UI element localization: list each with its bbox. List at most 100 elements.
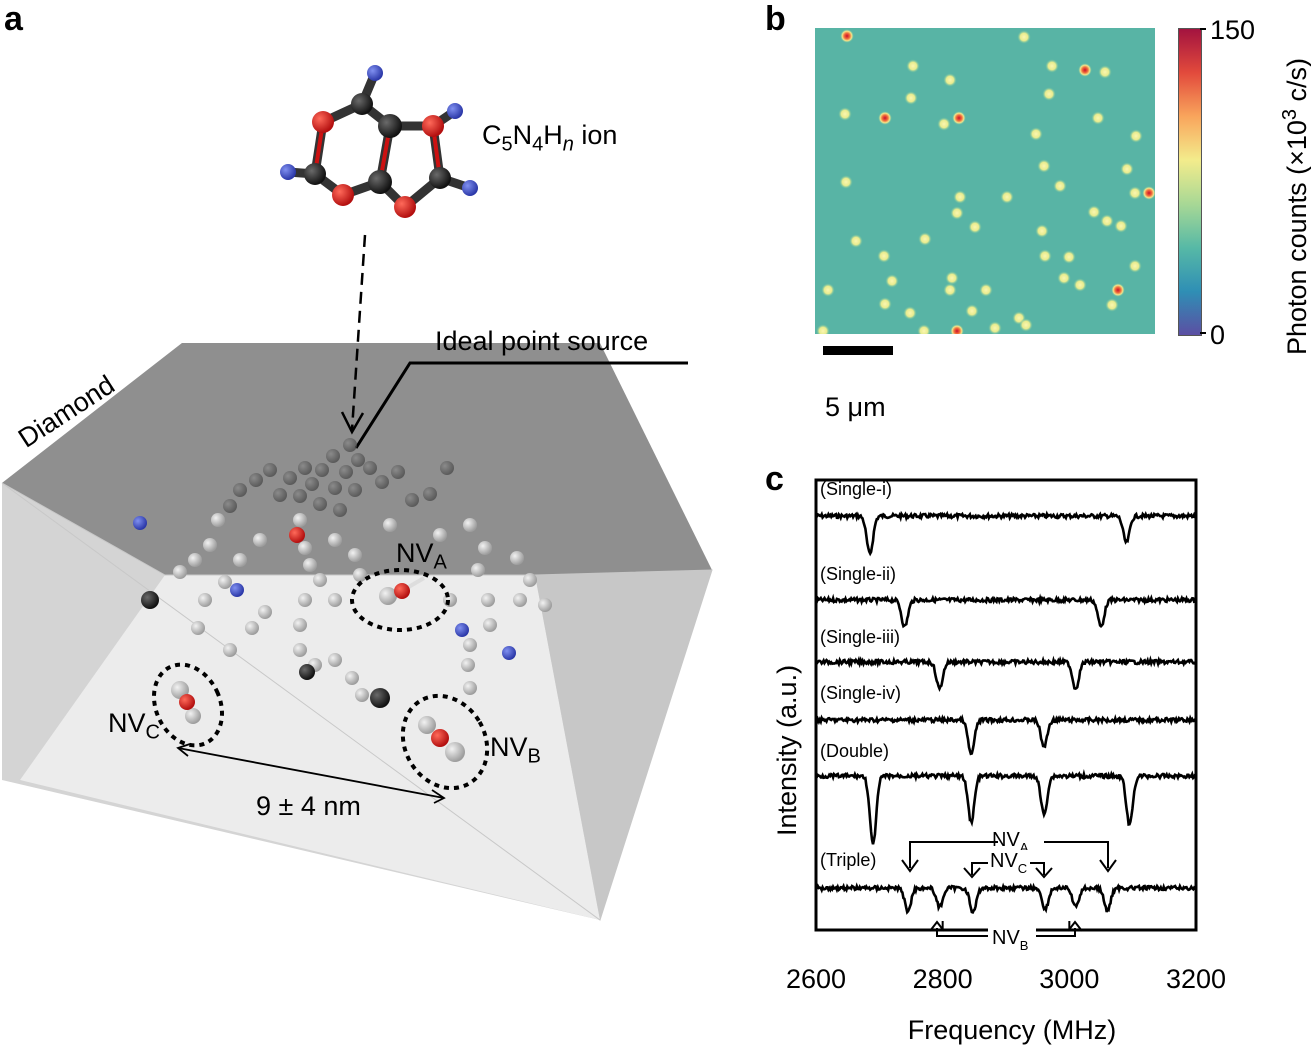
x-tick-label: 2600 bbox=[786, 964, 846, 994]
fluorescent-spot bbox=[878, 297, 892, 311]
nv-a-annotation: NVA bbox=[992, 829, 1029, 855]
spectrum-label: (Single-iii) bbox=[820, 627, 900, 647]
molecule-ion-icon bbox=[280, 65, 478, 218]
fluorescent-spot bbox=[1062, 250, 1076, 264]
fluorescent-spot bbox=[1037, 159, 1051, 173]
panel-label-a: a bbox=[4, 0, 23, 38]
fluorescent-spot bbox=[1087, 205, 1101, 219]
fluorescent-spot bbox=[988, 321, 1002, 334]
bright-spot bbox=[952, 111, 966, 125]
fluorescent-spot bbox=[904, 91, 918, 105]
fluorescent-spot bbox=[1114, 219, 1128, 233]
nv-c-label: NVC bbox=[108, 708, 160, 744]
fluorescent-spot bbox=[1129, 129, 1143, 143]
ion-formula-label: C5N4Hn ion bbox=[482, 120, 618, 156]
nv-b-annotation: NVB bbox=[992, 927, 1028, 953]
spectrum-label: (Double) bbox=[820, 741, 889, 761]
colorbar-max-label: 150 bbox=[1210, 15, 1256, 45]
fluorescent-spot bbox=[1105, 298, 1119, 312]
fluorescent-spot bbox=[1100, 214, 1114, 228]
fluorescent-spot bbox=[1019, 318, 1033, 332]
bright-spot bbox=[1142, 186, 1155, 200]
nv-b-label: NVB bbox=[490, 732, 541, 768]
fluorescent-spot bbox=[838, 107, 852, 121]
x-tick-label: 3000 bbox=[1039, 964, 1099, 994]
fluorescent-spot bbox=[1073, 278, 1087, 292]
fluorescent-spot bbox=[950, 206, 964, 220]
colorbar-title: Photon counts (×103 c/s) bbox=[1279, 57, 1311, 355]
scale-bar bbox=[823, 346, 893, 355]
fluorescent-spot bbox=[885, 274, 899, 288]
panel-a-figure bbox=[1, 65, 713, 921]
spectrum-label: (Single-ii) bbox=[820, 564, 896, 584]
fluorescent-spot bbox=[917, 324, 931, 334]
bright-spot bbox=[840, 29, 854, 43]
spectrum-line bbox=[815, 593, 1197, 629]
x-tick-label: 3200 bbox=[1166, 964, 1226, 994]
fluorescent-spot bbox=[937, 117, 951, 131]
fluorescent-spot bbox=[903, 306, 917, 320]
point-source-label: Ideal point source bbox=[435, 326, 649, 356]
fluorescent-spot bbox=[1053, 179, 1067, 193]
x-tick-label: 2800 bbox=[913, 964, 973, 994]
fluorescent-spot bbox=[968, 220, 982, 234]
fluorescent-spot bbox=[953, 190, 967, 204]
fluorescent-spot bbox=[943, 73, 957, 87]
colorbar bbox=[1178, 28, 1202, 336]
spectrum-line bbox=[814, 655, 1198, 692]
bright-spot bbox=[950, 324, 964, 334]
x-axis-title: Frequency (MHz) bbox=[907, 1015, 1117, 1045]
nv-a-annotation-bg bbox=[998, 826, 1044, 852]
odmr-chart: (Single-i)(Single-ii)(Single-iii)(Single… bbox=[786, 478, 1226, 994]
ion-trajectory-arrow bbox=[350, 234, 367, 431]
point-source-leader bbox=[354, 361, 688, 449]
nv-a-label: NVA bbox=[396, 538, 447, 574]
fluorescent-spot bbox=[849, 234, 863, 248]
scale-bar-label: 5 μm bbox=[825, 392, 886, 422]
confocal-image bbox=[815, 28, 1155, 334]
fluorescent-spot bbox=[1038, 249, 1052, 263]
fluorescent-spot bbox=[1029, 127, 1043, 141]
fluorescent-spot bbox=[1035, 224, 1049, 238]
nv-c-center-icon bbox=[151, 662, 225, 748]
fluorescent-spot bbox=[1120, 162, 1134, 176]
y-axis-title: Intensity (a.u.) bbox=[772, 664, 802, 836]
fluorescent-spot bbox=[1098, 65, 1112, 79]
fluorescent-spot bbox=[877, 249, 891, 263]
fluorescent-spot bbox=[943, 283, 957, 297]
spectrum-label: (Triple) bbox=[820, 850, 876, 870]
bright-spot bbox=[878, 111, 892, 125]
fluorescent-spot bbox=[839, 175, 853, 189]
nv-a-center-icon bbox=[350, 568, 450, 632]
fluorescent-spot bbox=[816, 324, 830, 334]
fluorescent-spot bbox=[1045, 59, 1059, 73]
fluorescent-spot bbox=[1128, 259, 1142, 273]
diamond-floor-face bbox=[20, 575, 600, 920]
bright-spot bbox=[1111, 283, 1125, 297]
fluorescent-spot bbox=[1000, 190, 1014, 204]
fluorescent-spot bbox=[945, 271, 959, 285]
spectrum-line bbox=[814, 713, 1198, 756]
fluorescent-spot bbox=[918, 232, 932, 246]
nv-c-annotation: NVC bbox=[990, 850, 1027, 876]
diamond-right-face bbox=[535, 570, 712, 920]
spectrum-line bbox=[815, 510, 1198, 557]
spectrum-line bbox=[814, 882, 1197, 915]
nv-b-center-icon bbox=[400, 693, 490, 791]
fluorescent-spot bbox=[1091, 111, 1105, 125]
cascade-atoms-surface bbox=[223, 438, 454, 517]
spectrum-line bbox=[814, 769, 1197, 845]
colorbar-min-label: 0 bbox=[1210, 320, 1226, 350]
fluorescent-spot bbox=[1057, 271, 1071, 285]
spectrum-label: (Single-iv) bbox=[820, 683, 901, 703]
fluorescent-spot bbox=[906, 59, 920, 73]
fluorescent-spot bbox=[965, 304, 979, 318]
panel-label-b: b bbox=[765, 0, 786, 38]
fluorescent-spot bbox=[1017, 30, 1031, 44]
fluorescent-spot bbox=[979, 283, 993, 297]
cascade-atoms-deep bbox=[173, 513, 552, 702]
distance-label: 9 ± 4 nm bbox=[256, 791, 361, 821]
distance-arrow bbox=[176, 743, 446, 804]
fluorescent-spot bbox=[1042, 87, 1056, 101]
fluorescent-spot bbox=[1128, 186, 1142, 200]
